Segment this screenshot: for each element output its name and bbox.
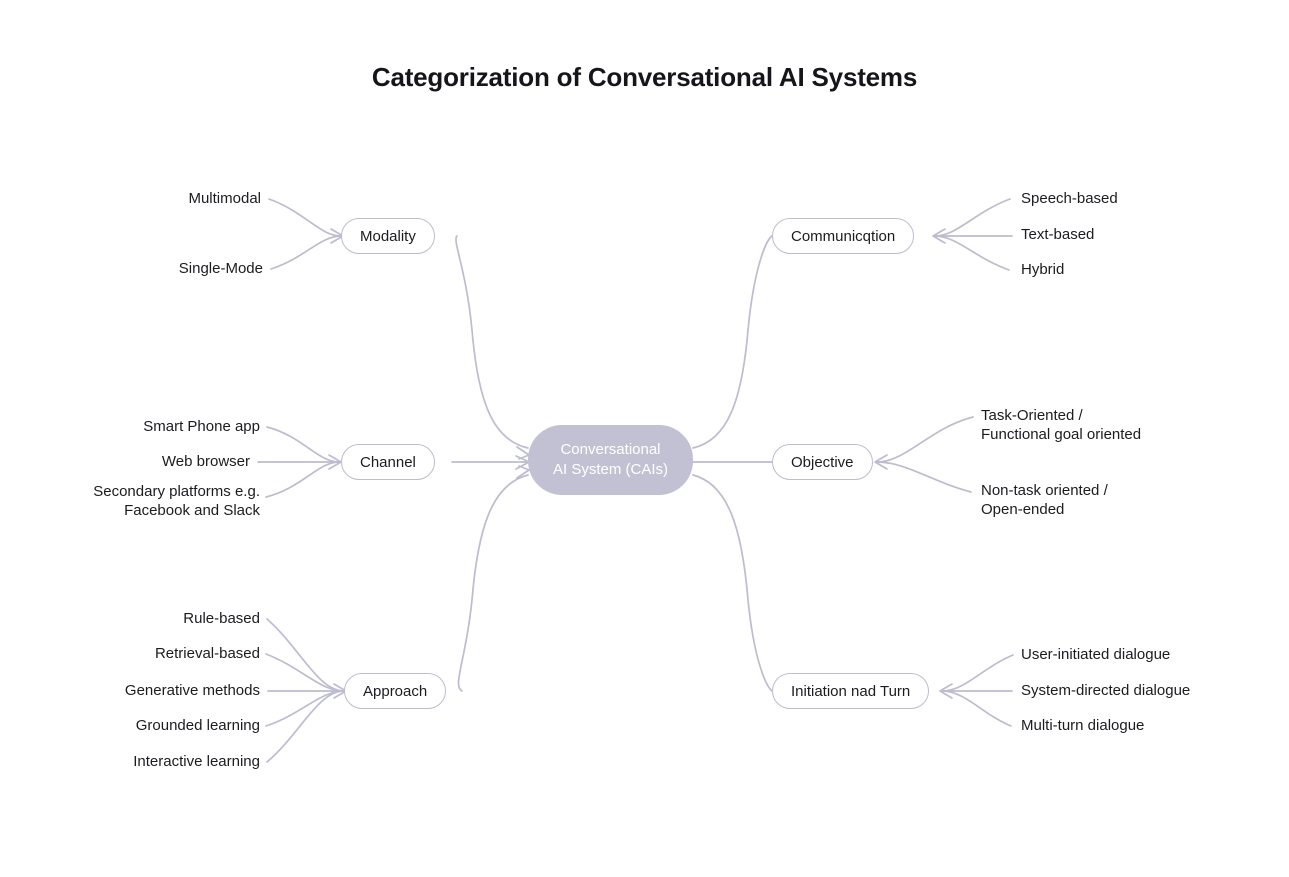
branch-node-modality[interactable]: Modality <box>341 218 435 254</box>
edge-initiation-leaf-0 <box>941 654 1014 692</box>
leaf-channel-web-browser: Web browser <box>161 453 250 470</box>
edge-root-modality <box>455 235 529 449</box>
edge-objective-leaf-1 <box>876 461 972 493</box>
branch-node-objective[interactable]: Objective <box>772 444 873 480</box>
edge-modality-leaf-1 <box>270 235 342 270</box>
edge-communication-leaf-0 <box>934 198 1011 237</box>
branch-node-initiation[interactable]: Initiation nad Turn <box>772 673 930 709</box>
leaf-communication-text-based: Text-based <box>1021 226 1095 243</box>
leaf-objective-task-oriented: Task-Oriented / Functional goal oriented <box>981 407 1142 443</box>
leaf-initiation-user-initiated: User-initiated dialogue <box>1021 646 1171 663</box>
leaf-approach-rule-based: Rule-based <box>183 610 260 627</box>
branch-label-communication: Communicqtion <box>791 227 896 245</box>
leaf-approach-generative-methods: Generative methods <box>124 682 260 699</box>
leaf-approach-grounded-learning: Grounded learning <box>135 717 260 734</box>
edge-objective-leaf-0 <box>876 416 974 463</box>
branch-node-approach[interactable]: Approach <box>344 673 447 709</box>
leaf-channel-secondary-platforms: Secondary platforms e.g. Facebook and Sl… <box>93 483 260 519</box>
branch-label-channel: Channel <box>360 453 416 471</box>
edge-communication-leaf-2 <box>934 235 1010 271</box>
root-node-label: Conversational AI System (CAIs) <box>552 441 668 478</box>
branch-label-objective: Objective <box>791 453 854 471</box>
edge-approach-leaf-0 <box>266 618 345 692</box>
leaf-communication-speech-based: Speech-based <box>1021 190 1118 207</box>
leaf-communication-hybrid: Hybrid <box>1021 261 1065 278</box>
edge-approach-leaf-4 <box>266 690 345 763</box>
branch-label-initiation: Initiation nad Turn <box>791 682 911 700</box>
edge-modality-leaf-0 <box>268 198 342 237</box>
leaf-initiation-system-directed: System-directed dialogue <box>1021 682 1191 699</box>
edge-root-approach <box>457 474 529 692</box>
branch-node-communication[interactable]: Communicqtion <box>772 218 915 254</box>
arrowhead-communication <box>932 228 946 244</box>
arrowhead-objective <box>874 454 888 470</box>
edge-channel-leaf-2 <box>265 461 340 498</box>
leaf-initiation-multi-turn: Multi-turn dialogue <box>1021 717 1145 734</box>
arrowhead-initiation <box>939 683 953 699</box>
leaf-objective-non-task-oriented: Non-task oriented / Open-ended <box>981 482 1108 518</box>
branch-node-channel[interactable]: Channel <box>341 444 435 480</box>
page-title: Categorization of Conversational AI Syst… <box>371 62 918 92</box>
leaf-modality-multimodal: Multimodal <box>188 190 261 207</box>
edge-root-communication <box>692 235 773 449</box>
leaf-approach-interactive-learning: Interactive learning <box>133 753 260 770</box>
edge-approach-leaf-1 <box>265 653 345 692</box>
leaf-approach-retrieval-based: Retrieval-based <box>154 645 260 662</box>
edge-initiation-leaf-2 <box>941 690 1012 727</box>
branch-label-modality: Modality <box>360 227 416 245</box>
edge-root-initiation <box>692 474 773 692</box>
leaf-channel-smart-phone-app: Smart Phone app <box>143 418 260 435</box>
leaf-modality-single-mode: Single-Mode <box>178 260 263 277</box>
branch-label-approach: Approach <box>363 682 428 700</box>
root-node[interactable]: Conversational AI System (CAIs) <box>528 425 693 495</box>
edge-channel-leaf-0 <box>266 426 340 463</box>
